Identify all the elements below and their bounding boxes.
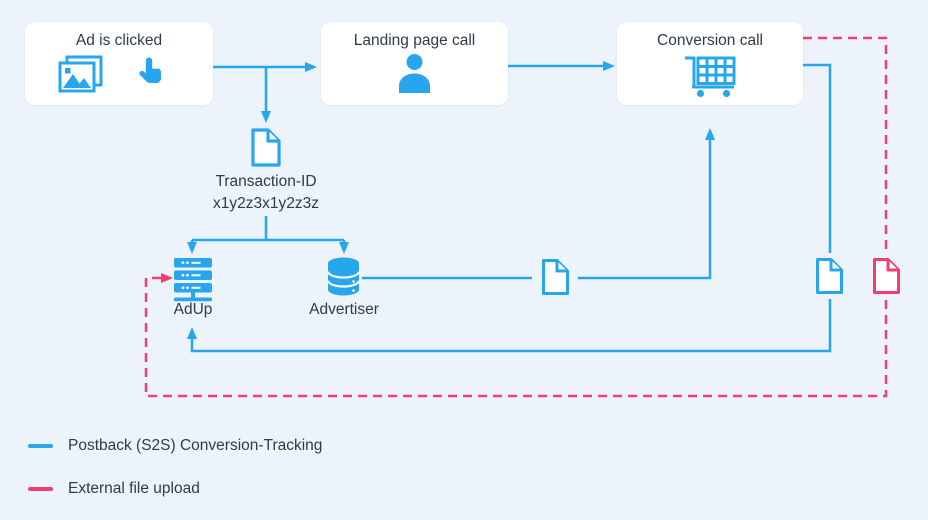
adup-server-icon [170, 256, 216, 308]
images-icon [57, 54, 105, 101]
hand-pointer-icon [137, 56, 165, 99]
node-landing-page-title: Landing page call [353, 32, 476, 49]
node-ad-clicked: Ad is clicked [25, 22, 213, 105]
legend-label-postback: Postback (S2S) Conversion-Tracking [68, 437, 323, 454]
adup-label: AdUp [173, 301, 213, 318]
advertiser-label: Advertiser [309, 301, 379, 318]
legend-item-postback: Postback (S2S) Conversion-Tracking [28, 437, 322, 455]
transaction-document-icon [250, 127, 282, 173]
line-transaction-split [192, 216, 344, 242]
transaction-text: Transaction-ID x1y2z3x1y2z3z [166, 171, 366, 215]
postback-document-icon-mid [532, 254, 578, 300]
postback-document-icon-right [806, 253, 852, 299]
advertiser-database-icon [325, 256, 362, 302]
node-conversion: Conversion call [617, 22, 803, 105]
line-external-upload [144, 36, 888, 398]
node-landing-page: Landing page call [321, 22, 508, 105]
line-conversion-return-to-adup [187, 63, 832, 353]
person-icon [396, 53, 433, 99]
node-conversion-title: Conversion call [657, 32, 763, 49]
legend-swatch-postback [28, 443, 53, 449]
transaction-id-value: x1y2z3x1y2z3z [213, 195, 319, 212]
line-advertiser-to-conversion [362, 128, 715, 280]
transaction-title: Transaction-ID [215, 173, 317, 190]
legend-item-upload: External file upload [28, 480, 200, 498]
legend-label-upload: External file upload [68, 480, 200, 497]
cart-icon [683, 50, 736, 103]
node-ad-clicked-title: Ad is clicked [75, 32, 163, 49]
upload-document-icon [863, 253, 909, 299]
legend-swatch-upload [28, 486, 53, 492]
